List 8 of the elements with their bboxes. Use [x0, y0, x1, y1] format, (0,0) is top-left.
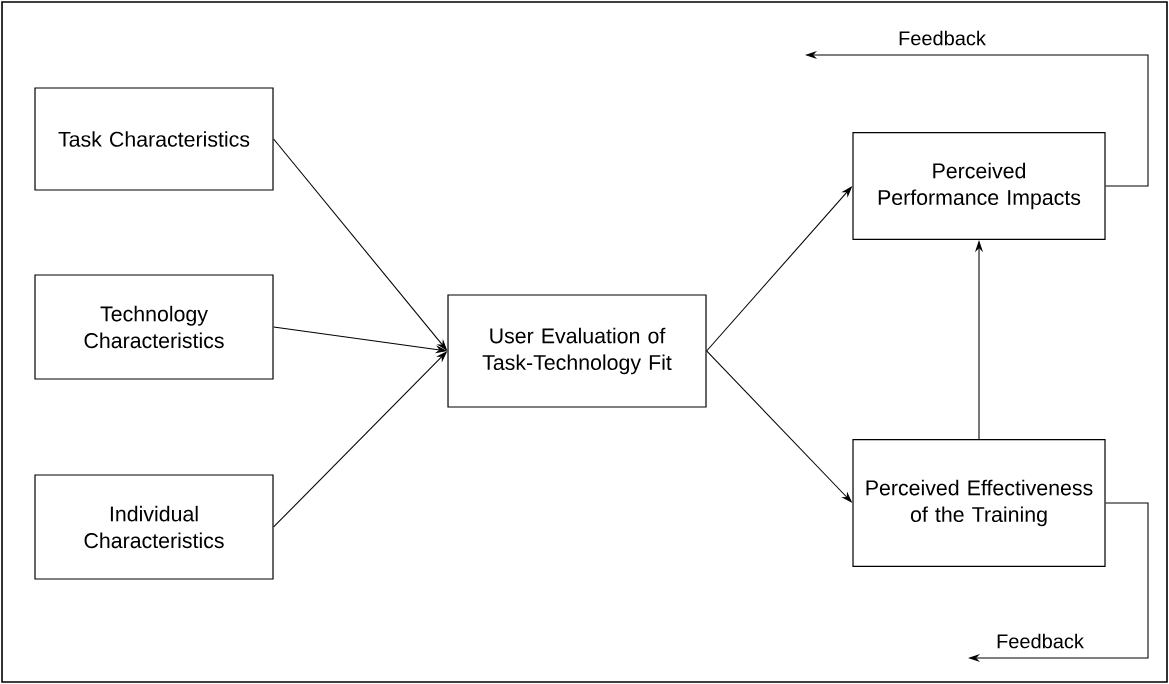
- process-box: Task Characteristics: [34, 87, 274, 191]
- process-box: User Evaluation of Task-Technology Fit: [447, 294, 707, 408]
- process-box: Perceived Performance Impacts: [852, 131, 1106, 241]
- process-box: Technology Characteristics: [34, 274, 274, 380]
- edge-label: Feedback: [896, 29, 988, 47]
- process-box: Individual Characteristics: [34, 474, 274, 580]
- edge-label: Feedback: [994, 632, 1086, 650]
- process-box: Perceived Effectiveness of the Training: [852, 438, 1106, 568]
